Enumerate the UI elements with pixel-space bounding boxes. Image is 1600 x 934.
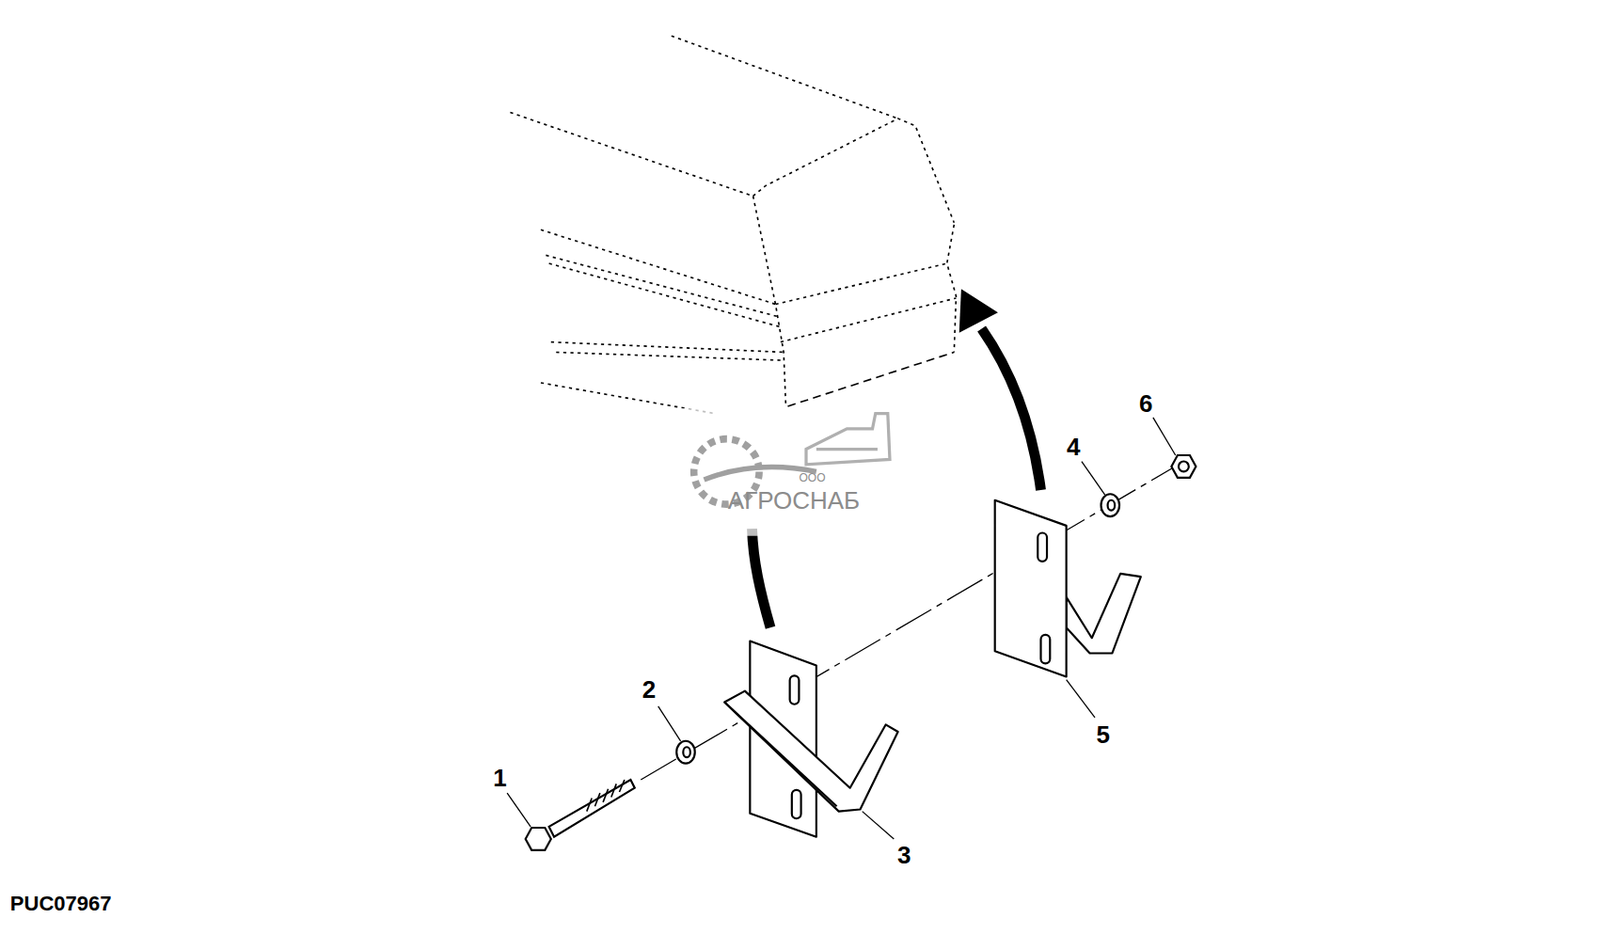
washer-2 bbox=[676, 741, 696, 764]
callout-number: 4 bbox=[1066, 434, 1080, 460]
watermark-text: АГРОСНАБ bbox=[728, 488, 860, 513]
nut-6 bbox=[1171, 455, 1196, 478]
figure-code: PUC07967 bbox=[10, 893, 112, 915]
housing-outline bbox=[509, 35, 956, 413]
watermark-text: ООО bbox=[799, 472, 826, 484]
center-line bbox=[640, 467, 1173, 780]
callout-number: 5 bbox=[1095, 722, 1109, 747]
callout-number: 2 bbox=[642, 677, 656, 702]
bolt-1 bbox=[525, 779, 635, 851]
watermark-logo bbox=[673, 408, 924, 537]
bracket-3 bbox=[724, 640, 898, 837]
callout-number: 1 bbox=[492, 765, 507, 791]
callout-number: 3 bbox=[897, 842, 911, 868]
leader-lines bbox=[506, 417, 1176, 840]
bracket-5 bbox=[995, 500, 1141, 678]
callout-number: 6 bbox=[1139, 391, 1153, 416]
washer-4 bbox=[1101, 493, 1121, 517]
